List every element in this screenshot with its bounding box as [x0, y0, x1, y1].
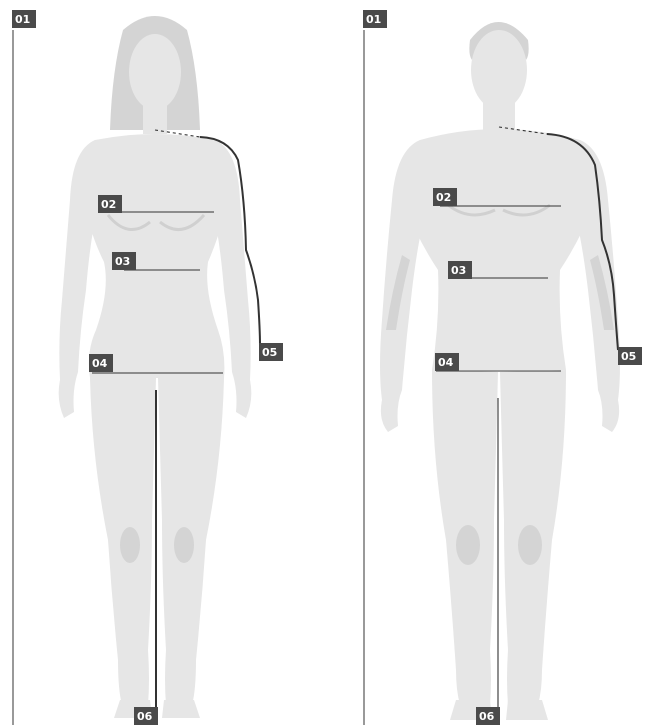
female-head	[129, 34, 181, 110]
male-left-knee	[456, 525, 480, 565]
male-label-inseam-text: 06	[479, 710, 495, 723]
male-label-height-text: 01	[366, 13, 381, 26]
male-label-arm: 05	[618, 347, 642, 365]
female-right-foot	[162, 700, 200, 718]
female-label-waist: 03	[112, 252, 136, 270]
female-label-chest: 02	[98, 195, 122, 213]
male-figure: 01 02 03 04 05 06	[363, 10, 642, 725]
female-right-knee	[174, 527, 194, 563]
male-label-waist-text: 03	[451, 264, 466, 277]
male-torso	[401, 129, 596, 370]
male-right-knee	[518, 525, 542, 565]
female-label-arm-text: 05	[262, 346, 277, 359]
male-label-chest-text: 02	[436, 191, 451, 204]
male-label-height: 01	[363, 10, 387, 28]
male-label-hips-text: 04	[438, 356, 454, 369]
female-label-hips-text: 04	[92, 357, 108, 370]
male-label-chest: 02	[433, 188, 457, 206]
female-left-knee	[120, 527, 140, 563]
female-label-height-text: 01	[15, 13, 30, 26]
male-label-inseam: 06	[476, 707, 500, 725]
female-torso	[82, 134, 230, 378]
female-label-inseam: 06	[134, 707, 158, 725]
male-label-arm-text: 05	[621, 350, 636, 363]
female-label-chest-text: 02	[101, 198, 116, 211]
female-label-hips: 04	[89, 354, 113, 372]
male-label-waist: 03	[448, 261, 472, 279]
female-label-arm: 05	[259, 343, 283, 361]
female-label-height: 01	[12, 10, 36, 28]
male-head	[471, 30, 527, 110]
male-right-foot	[506, 700, 548, 720]
male-label-hips: 04	[435, 353, 459, 371]
female-label-inseam-text: 06	[137, 710, 153, 723]
female-neck	[143, 102, 167, 134]
female-label-waist-text: 03	[115, 255, 130, 268]
female-figure: 01 02 03 04 05 06	[12, 10, 283, 725]
